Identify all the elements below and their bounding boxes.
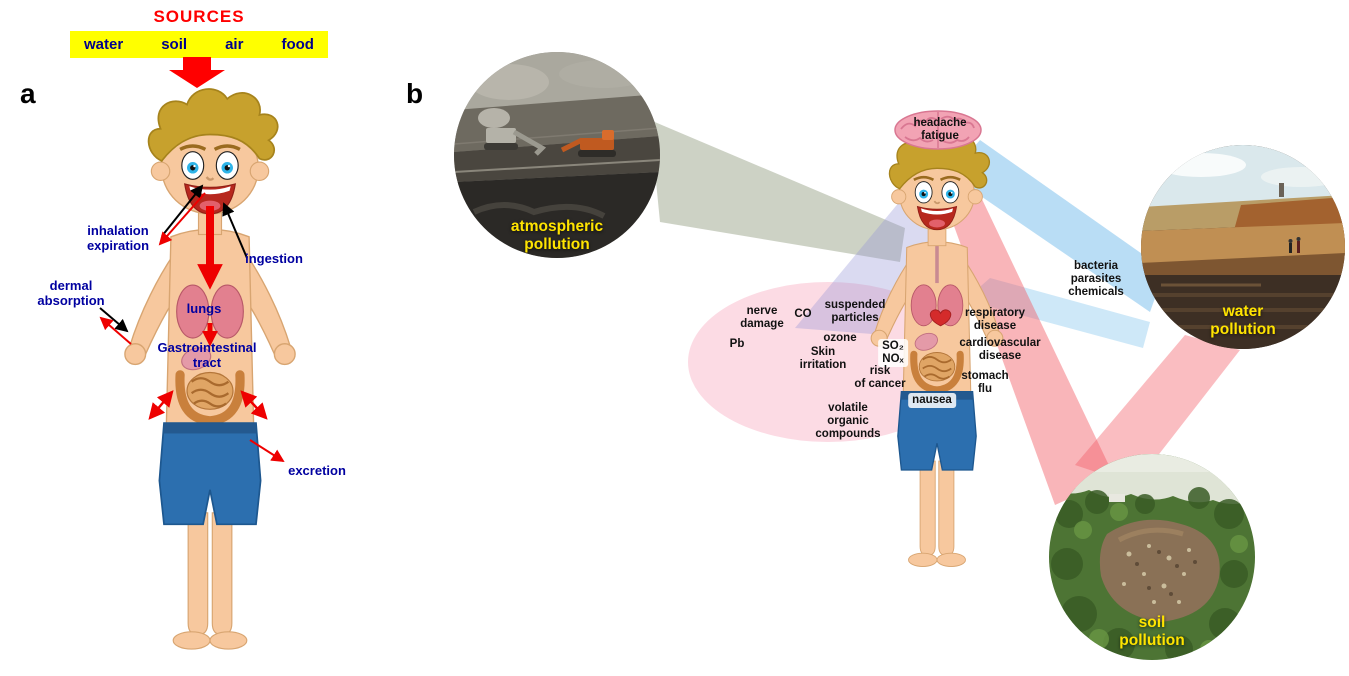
source-food: food xyxy=(281,36,314,53)
brain xyxy=(894,110,982,150)
dark-trees xyxy=(1051,487,1248,660)
beam-atmospheric xyxy=(650,120,905,262)
effect-ozone: ozone xyxy=(823,332,857,344)
gray-excavator xyxy=(478,108,547,156)
effect-nausea: nausea xyxy=(908,393,956,408)
excretion-arrow xyxy=(249,439,285,463)
child-shorts xyxy=(158,422,262,526)
effect-suspended-particles: suspended particles xyxy=(824,299,886,324)
effect-cardiovascular-disease: cardiovascular disease xyxy=(959,337,1041,362)
panel-b-label: b xyxy=(406,78,424,109)
lung-left xyxy=(910,284,937,327)
panel-a-label: a xyxy=(20,78,36,109)
sources-bar: water soil air food xyxy=(70,31,328,58)
ear-left xyxy=(150,161,171,182)
ear-right xyxy=(967,189,983,205)
water-caption: water pollution xyxy=(1210,303,1276,339)
trash-speckles-dark xyxy=(1135,550,1197,596)
effect-skin-irritation: Skin irritation xyxy=(799,346,847,371)
label-dermal-absorption: dermal absorption xyxy=(37,278,105,308)
child-hair xyxy=(888,132,991,190)
large-intestine xyxy=(175,370,245,426)
gi-right-arrow xyxy=(240,390,268,420)
trash-speckles-light xyxy=(1122,544,1191,604)
people-figures xyxy=(1288,237,1301,253)
label-inhalation-expiration: inhalation expiration xyxy=(86,223,150,253)
child-organs xyxy=(910,235,964,394)
child-panel-a xyxy=(124,88,296,650)
lung-left xyxy=(176,284,210,339)
label-gastrointestinal-tract: Gastrointestinal tract xyxy=(157,340,257,370)
atmospheric-caption: atmospheric pollution xyxy=(510,218,604,254)
dermal-out-arrow xyxy=(99,316,132,345)
building xyxy=(1109,494,1125,502)
sources-title: SOURCES xyxy=(153,7,245,26)
ear-right xyxy=(249,161,270,182)
stomach xyxy=(181,347,212,371)
lung-right xyxy=(210,284,244,339)
inset-water-pollution: water pollution xyxy=(1141,145,1345,349)
inset-soil-pollution: soil pollution xyxy=(1049,454,1255,660)
beam-to-effects xyxy=(795,195,945,335)
sources-down-arrow xyxy=(169,57,225,88)
effect-respiratory-disease: respiratory disease xyxy=(964,307,1026,332)
soil-pollution-photo xyxy=(1049,454,1255,660)
effect-nerve-damage: nerve damage xyxy=(740,305,784,330)
heart xyxy=(929,309,952,327)
source-air: air xyxy=(225,36,244,53)
inhalation-arrow xyxy=(161,184,204,237)
source-water: water xyxy=(84,36,124,53)
beam-water-lower xyxy=(965,278,1150,348)
beam-soil-from-head xyxy=(950,195,1115,505)
child-organs xyxy=(175,284,245,426)
effect-risk-of-cancer: risk of cancer xyxy=(854,365,906,390)
label-lungs: lungs xyxy=(186,301,222,316)
gi-left-arrow xyxy=(148,390,174,420)
source-soil: soil xyxy=(161,36,188,53)
child-hair xyxy=(147,88,279,162)
ear-left xyxy=(891,189,907,205)
water-pollution-photo xyxy=(1141,145,1345,349)
inset-atmospheric-pollution: atmospheric pollution xyxy=(454,52,660,258)
soil-caption: soil pollution xyxy=(1119,614,1185,650)
effect-bacteria-parasites-chemicals: bacteria parasites chemicals xyxy=(1068,260,1124,298)
panel-a-arrows xyxy=(99,184,285,463)
effect-headache-fatigue: headache fatigue xyxy=(913,117,967,142)
child-legs xyxy=(172,512,248,650)
stomach xyxy=(914,332,938,351)
label-excretion: excretion xyxy=(288,463,346,478)
beam-soil-from-water xyxy=(1075,335,1240,485)
large-intestine xyxy=(910,350,964,394)
effect-so2-nox: SO₂ NOₓ xyxy=(878,339,908,367)
child-shorts xyxy=(897,390,977,471)
trash-mound xyxy=(1099,519,1220,622)
orange-excavator xyxy=(560,130,616,157)
child-face xyxy=(913,175,961,231)
child-legs xyxy=(908,460,966,567)
expiration-arrow xyxy=(158,192,206,246)
tower xyxy=(1279,183,1284,197)
effect-co: CO xyxy=(794,308,812,320)
beam-water-upper xyxy=(950,140,1165,312)
ingestion-arrow xyxy=(222,202,248,259)
effects-halo-pink xyxy=(688,282,968,442)
effect-stomach-flu: stomach flu xyxy=(961,370,1009,395)
effect-volatile-organic-compounds: volatile organic compounds xyxy=(815,402,881,440)
label-ingestion: ingestion xyxy=(245,251,303,266)
effect-pb: Pb xyxy=(729,338,745,350)
